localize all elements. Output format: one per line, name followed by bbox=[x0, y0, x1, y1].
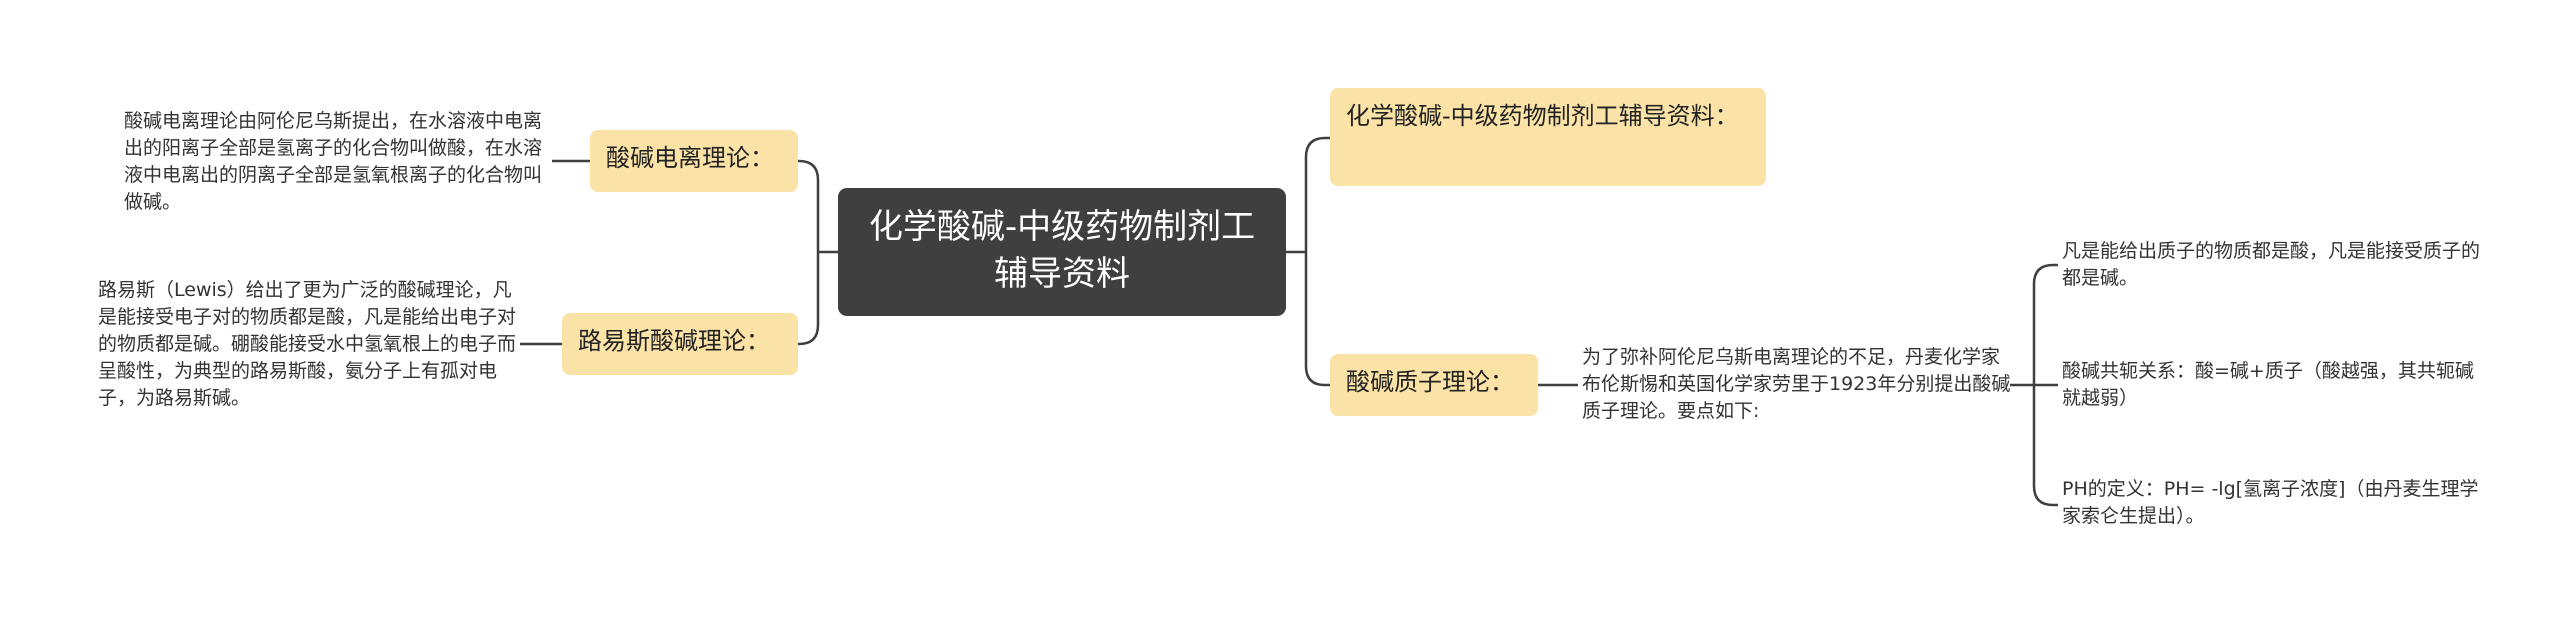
central-topic[interactable]: 化学酸碱-中级药物制剂工辅导资料 bbox=[838, 188, 1286, 316]
ionization-theory-detail: 酸碱电离理论由阿伦尼乌斯提出，在水溶液中电离出的阳离子全部是氢离子的化合物叫做酸… bbox=[124, 108, 548, 216]
proton-point-ph-text: PH的定义：PH= -lg[氢离子浓度]（由丹麦生理学家索仑生提出）。 bbox=[2062, 478, 2479, 527]
proton-point-ph: PH的定义：PH= -lg[氢离子浓度]（由丹麦生理学家索仑生提出）。 bbox=[2062, 476, 2480, 530]
link-central-left-trunk bbox=[795, 159, 838, 346]
topic-proton-theory-label: 酸碱质子理论： bbox=[1346, 368, 1514, 396]
topic-right-chemistry-guide[interactable]: 化学酸碱-中级药物制剂工辅导资料： bbox=[1330, 88, 1766, 186]
link-detail-points bbox=[2010, 263, 2058, 507]
topic-ionization-theory-label: 酸碱电离理论： bbox=[606, 144, 774, 172]
link-central-right-trunk bbox=[1286, 136, 1330, 387]
lewis-theory-detail: 路易斯（Lewis）给出了更为广泛的酸碱理论，凡是能接受电子对的物质都是酸，凡是… bbox=[98, 277, 516, 412]
proton-point-acid-base-text: 凡是能给出质子的物质都是酸，凡是能接受质子的都是碱。 bbox=[2062, 240, 2481, 289]
proton-theory-detail: 为了弥补阿伦尼乌斯电离理论的不足，丹麦化学家布伦斯惕和英国化学家劳里于1923年… bbox=[1582, 344, 2012, 425]
central-topic-text: 化学酸碱-中级药物制剂工辅导资料 bbox=[868, 207, 1256, 294]
proton-point-acid-base: 凡是能给出质子的物质都是酸，凡是能接受质子的都是碱。 bbox=[2062, 238, 2480, 292]
proton-point-conjugate: 酸碱共轭关系：酸=碱+质子（酸越强，其共轭碱就越弱） bbox=[2062, 358, 2480, 412]
topic-right-chemistry-guide-label: 化学酸碱-中级药物制剂工辅导资料： bbox=[1346, 102, 1739, 130]
topic-lewis-theory-label: 路易斯酸碱理论： bbox=[578, 327, 770, 355]
topic-ionization-theory[interactable]: 酸碱电离理论： bbox=[590, 130, 798, 192]
proton-theory-detail-text: 为了弥补阿伦尼乌斯电离理论的不足，丹麦化学家布伦斯惕和英国化学家劳里于1923年… bbox=[1582, 346, 2011, 422]
topic-lewis-theory[interactable]: 路易斯酸碱理论： bbox=[562, 313, 798, 375]
topic-proton-theory[interactable]: 酸碱质子理论： bbox=[1330, 354, 1538, 416]
ionization-theory-detail-text: 酸碱电离理论由阿伦尼乌斯提出，在水溶液中电离出的阳离子全部是氢离子的化合物叫做酸… bbox=[124, 110, 543, 213]
lewis-theory-detail-text: 路易斯（Lewis）给出了更为广泛的酸碱理论，凡是能接受电子对的物质都是酸，凡是… bbox=[98, 279, 517, 409]
proton-point-conjugate-text: 酸碱共轭关系：酸=碱+质子（酸越强，其共轭碱就越弱） bbox=[2062, 360, 2474, 409]
